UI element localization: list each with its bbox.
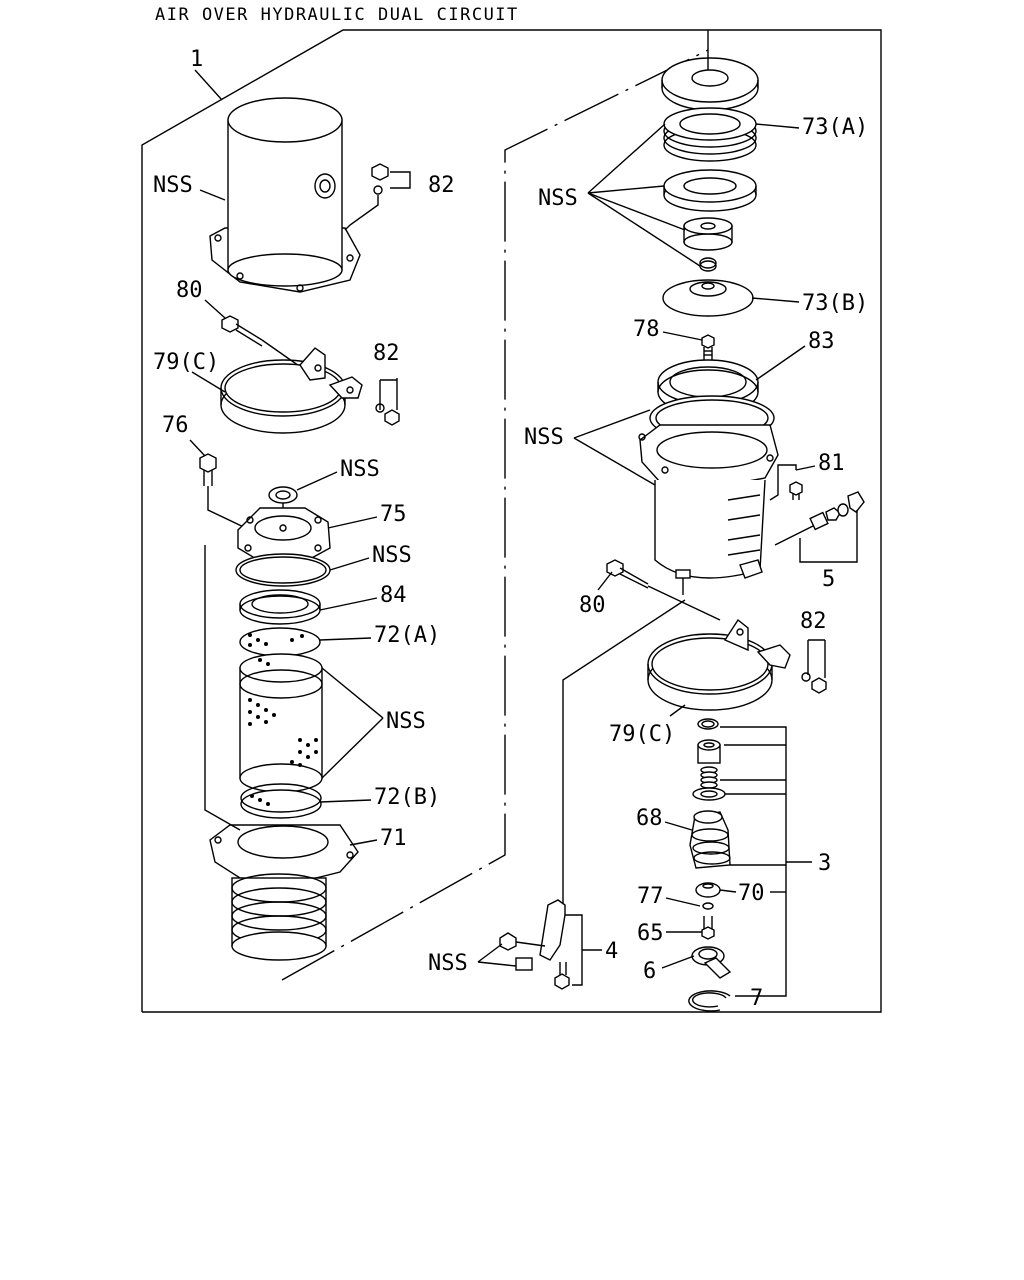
label-73a: 73(A) [802,115,868,140]
bolt-76 [199,453,251,531]
o-ring [235,553,331,587]
bracket-assembly-4 [499,599,686,990]
right-labels: 73(A) NSS 73(B) 78 83 NSS 81 5 80 82 79(… [428,30,868,1011]
label-6: 6 [643,959,656,984]
valve-assembly-3 [692,718,726,801]
label-76: 76 [162,413,189,438]
fitting-6 [691,946,732,979]
nut-82-top [344,163,411,231]
label-4: 4 [605,939,618,964]
screen-72b [240,783,322,819]
snap-ring-7 [688,990,731,1012]
band-clamp-79c-right [647,618,827,711]
label-82-top: 82 [428,173,455,198]
small-nut [699,257,717,272]
label-84: 84 [380,583,407,608]
housing-71 [209,824,359,961]
label-78: 78 [633,317,660,342]
label-nss-filter: NSS [386,709,426,734]
label-65: 65 [637,921,664,946]
washer-77 [702,902,714,910]
label-82-mid: 82 [373,341,400,366]
switch-assembly-5 [774,491,865,563]
bolt-80-right [606,559,721,621]
label-nss-seal: NSS [340,457,380,482]
bracket-left [204,545,241,831]
label-83: 83 [808,329,835,354]
label-68: 68 [636,806,663,831]
label-70: 70 [738,881,765,906]
label-72a: 72(A) [374,623,440,648]
piston-block [683,217,733,251]
label-7: 7 [750,986,763,1011]
label-71: 71 [380,826,407,851]
label-80-right: 80 [579,593,606,618]
ring-84 [239,589,321,625]
cylinder-body [638,424,779,595]
label-72b: 72(B) [374,785,440,810]
label-nss-reservoir: NSS [153,173,193,198]
filter-screen [239,653,323,793]
diagram-title: AIR OVER HYDRAULIC DUAL CIRCUIT [155,5,519,25]
label-79c-left: 79(C) [153,350,219,375]
screw-65 [701,916,715,940]
left-labels: 1 NSS 82 80 79(C) 82 76 NSS 75 NSS 84 72… [153,47,455,851]
assembly-frame [141,29,882,1013]
label-75: 75 [380,502,407,527]
reservoir-can [209,97,361,293]
top-rubber-disc [661,57,759,111]
plate-73b [662,279,754,317]
label-80-left: 80 [176,278,203,303]
label-5: 5 [822,567,835,592]
cap-75 [237,507,331,561]
label-nss-bottom: NSS [428,951,468,976]
bolt-80-left [221,315,303,369]
label-1: 1 [190,47,203,72]
screw-81 [769,464,803,501]
label-77: 77 [637,884,664,909]
label-nss-right-top: NSS [538,186,578,211]
washer-plate [663,169,757,212]
band-clamp-79c-left [220,347,400,434]
label-82-right: 82 [800,609,827,634]
screen-72a [239,627,321,657]
valve-body-68 [689,810,731,869]
label-nss-right-mid: NSS [524,425,564,450]
label-3: 3 [818,851,831,876]
label-nss-oring: NSS [372,543,412,568]
label-81: 81 [818,451,845,476]
label-73b: 73(B) [802,291,868,316]
diaphragm-73a [663,107,757,162]
valve-seat-70 [695,882,721,898]
column-separator [281,49,709,981]
label-79c-right: 79(C) [609,722,675,747]
screw-78 [701,334,715,360]
